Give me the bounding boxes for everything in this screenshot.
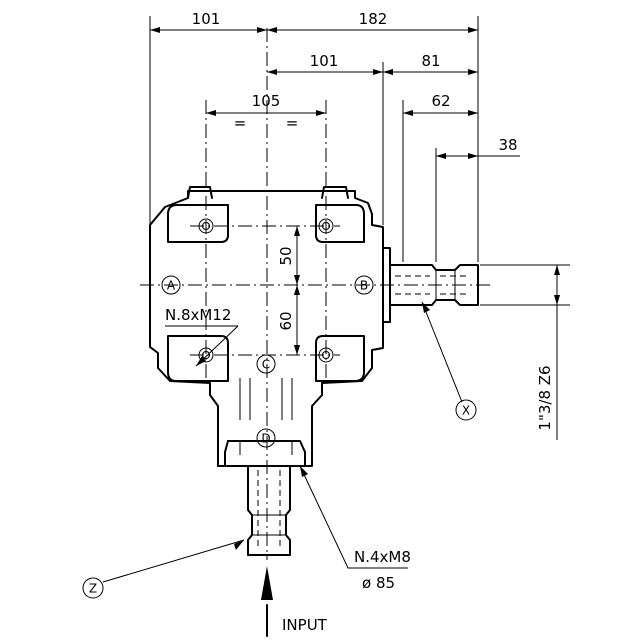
- callout-bottom-diameter: ø 85: [362, 574, 395, 592]
- marker-a: A: [161, 275, 181, 295]
- svg-text:Z: Z: [89, 582, 97, 596]
- svg-text:D: D: [261, 432, 270, 446]
- callout-shaft-spec: 1"3/8 Z6: [536, 365, 554, 430]
- dim-overall-left: 101: [192, 10, 221, 28]
- dim-bolt-spacing: 105: [252, 92, 281, 110]
- center-lines: [140, 28, 492, 560]
- dim-spline-length: 38: [498, 136, 517, 154]
- dim-center-to-face: 101: [310, 52, 339, 70]
- svg-text:C: C: [262, 358, 270, 372]
- callout-top-holes: N.8xM12: [165, 306, 231, 324]
- svg-text:A: A: [167, 279, 176, 293]
- svg-text:B: B: [360, 279, 368, 293]
- dim-face-to-shaft-end: 81: [421, 52, 440, 70]
- input-shaft: [247, 465, 291, 556]
- marker-b: B: [354, 275, 374, 295]
- dim-shaft-length: 62: [431, 92, 450, 110]
- dim-equal-left: =: [234, 114, 247, 132]
- callout-input-label: INPUT: [282, 616, 328, 634]
- dimension-lines: [149, 16, 570, 440]
- marker-d: D: [256, 428, 276, 448]
- dim-upper-offset: 50: [277, 246, 295, 265]
- svg-text:X: X: [462, 404, 470, 418]
- marker-x: X: [455, 399, 477, 421]
- dim-overall-right: 182: [359, 10, 388, 28]
- gearbox-housing: [149, 186, 391, 467]
- marker-c: C: [256, 354, 276, 374]
- dim-lower-offset: 60: [277, 311, 295, 330]
- marker-z: Z: [82, 577, 104, 599]
- leader-lines: [102, 301, 463, 583]
- input-arrow: [261, 566, 273, 637]
- dim-equal-right: =: [286, 114, 299, 132]
- callout-bottom-holes: N.4xM8: [354, 548, 411, 566]
- bolt-holes: [198, 218, 334, 363]
